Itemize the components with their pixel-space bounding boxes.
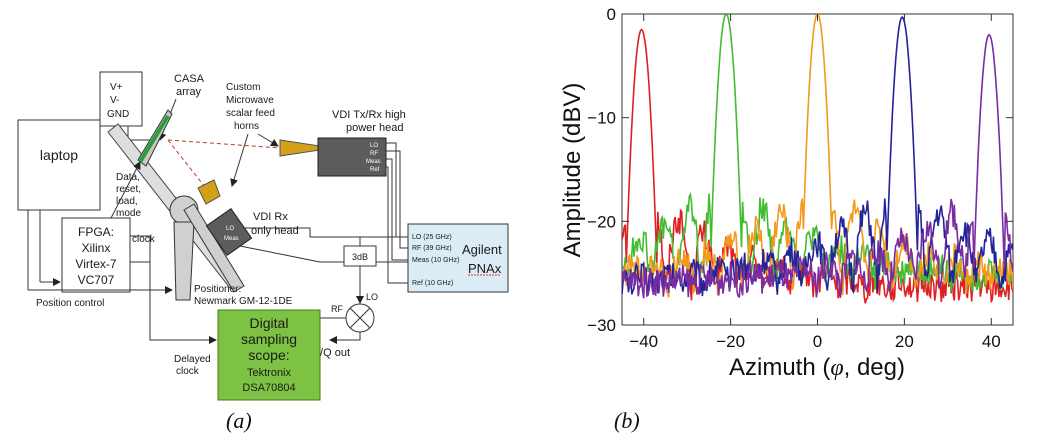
power-gnd-label: GND: [107, 109, 129, 120]
beam-line-tx: [167, 139, 281, 149]
tx-port-ref: Ref: [370, 167, 380, 173]
horn-label-1: Custom: [226, 82, 260, 93]
clock-label: clock: [132, 234, 156, 245]
x-tick-label: −40: [629, 332, 658, 351]
power-supply-box: [99, 71, 143, 127]
y-tick-label: −10: [587, 109, 616, 128]
pnax-label-1: Agilent: [462, 242, 502, 257]
power-v-plus-label: V+: [110, 82, 123, 93]
data-label-1: Data,: [116, 172, 140, 183]
y-tick-label: −30: [587, 316, 616, 335]
tick-layer: −40 −20 0 20 40 0 −10 −20 −30: [587, 5, 1013, 351]
rx-meas-wire: [239, 245, 408, 263]
vdi-rx-label-1: VDI Rx: [253, 211, 288, 223]
splitter-label: 3dB: [352, 252, 368, 262]
horn-label-2: Microwave: [226, 95, 274, 106]
power-v-minus-label: V-: [110, 95, 119, 106]
position-control-label: Position control: [36, 298, 104, 309]
delayed-clock-label-1: Delayed: [174, 354, 211, 365]
scope-label-4: Tektronix: [247, 367, 292, 379]
data-label-2: reset,: [116, 184, 141, 195]
fpga-label-1: FPGA:: [78, 225, 114, 239]
horn-arrow-2: [230, 133, 249, 187]
tx-lo-wire: [386, 142, 408, 238]
scope-label-3: scope:: [248, 347, 289, 363]
tx-port-meas: Meas: [366, 159, 381, 165]
x-tick-label: 0: [813, 332, 822, 351]
vdi-tx-label-2: power head: [346, 122, 404, 134]
rx-port-meas: Meas: [224, 236, 239, 242]
x-tick-label: 40: [982, 332, 1001, 351]
chart-ylabel: Amplitude (dBV): [559, 83, 586, 258]
positioner-post: [173, 221, 195, 301]
laptop-label: laptop: [40, 147, 78, 163]
fpga-label-3: Virtex-7: [75, 257, 116, 271]
pnax-box: [407, 223, 509, 293]
chart-xlabel: Azimuth (φ, deg): [729, 354, 905, 381]
pnax-rf-label: RF (39 GHz): [412, 245, 452, 252]
fpga-box: [61, 217, 131, 293]
casa-label-2: array: [176, 86, 202, 98]
mixer-x-2: [349, 307, 371, 329]
positioner-label-2: Newmark GM-12-1DE: [194, 296, 293, 307]
chart-xlabel-prefix: Azimuth (: [729, 354, 830, 381]
iq-out-label: I/Q out: [317, 347, 350, 359]
pnax-lo-label: LO (25 GHz): [412, 234, 452, 241]
tx-horn: [279, 139, 321, 157]
vdi-tx-label-1: VDI Tx/Rx high: [332, 109, 406, 121]
power-line: [127, 126, 152, 141]
scope-label-5: DSA70804: [242, 382, 295, 394]
caption-a: (a): [226, 408, 252, 433]
series-layer: [622, 14, 1013, 304]
mixer-lo-label: LO: [366, 292, 378, 302]
scope-label-2: sampling: [241, 331, 297, 347]
tx-port-rf: RF: [370, 151, 378, 157]
tx-meas-wire: [386, 158, 408, 261]
x-tick-label: −20: [716, 332, 745, 351]
pnax-meas-label: Meas (10 GHz): [412, 257, 459, 264]
scope-label-1: Digital: [250, 315, 289, 331]
fpga-label-2: Xilinx: [82, 241, 111, 255]
iq-wire: [329, 332, 361, 344]
x-tick-label: 20: [895, 332, 914, 351]
caption-b: (b): [614, 408, 640, 433]
vdi-rx-head: [205, 207, 253, 257]
block-diagram: laptop V+ V- GND CASA array Custom Micro…: [17, 71, 509, 433]
casa-label-1: CASA: [174, 73, 205, 85]
rx-horn: [197, 179, 221, 205]
data-arrow: [109, 161, 141, 221]
series-line-5: [622, 33, 1013, 299]
tx-port-lo: LO: [370, 143, 378, 149]
data-label-3: load,: [116, 196, 138, 207]
casa-array-element: [138, 114, 170, 164]
chart-xlabel-suffix: , deg): [844, 354, 905, 381]
rx-port-lo: LO: [226, 226, 234, 232]
y-tick-label: 0: [607, 5, 616, 24]
positioner-arm: [183, 203, 245, 293]
delayed-clock-wire: [149, 236, 217, 344]
scope-box: [217, 309, 321, 401]
tx-ref-wire: [386, 166, 408, 284]
horn-label-3: scalar feed: [226, 108, 275, 119]
horn-label-4: horns: [234, 121, 259, 132]
y-tick-label: −20: [587, 212, 616, 231]
positioner-label-1: Positioner:: [194, 284, 241, 295]
mixer-rf-label: RF: [331, 304, 343, 314]
vdi-rx-label-2: only head: [251, 225, 299, 237]
horn-arrow-1: [257, 133, 279, 147]
laptop-box: [17, 119, 101, 211]
tx-rf-wire: [386, 150, 408, 249]
chart: −40 −20 0 20 40 0 −10 −20 −30 Amplitude (dBV) Az…: [559, 5, 1014, 433]
chart-xlabel-symbol: φ: [830, 355, 843, 381]
vdi-tx-head: [317, 137, 387, 177]
pnax-label-2: PNAx: [468, 261, 502, 276]
pnax-ref-label: Ref (10 GHz): [412, 280, 453, 287]
delayed-clock-label-2: clock: [176, 366, 200, 377]
rx-lo-wire: [244, 227, 396, 238]
data-label-4: mode: [116, 208, 141, 219]
fpga-label-4: VC707: [78, 273, 115, 287]
